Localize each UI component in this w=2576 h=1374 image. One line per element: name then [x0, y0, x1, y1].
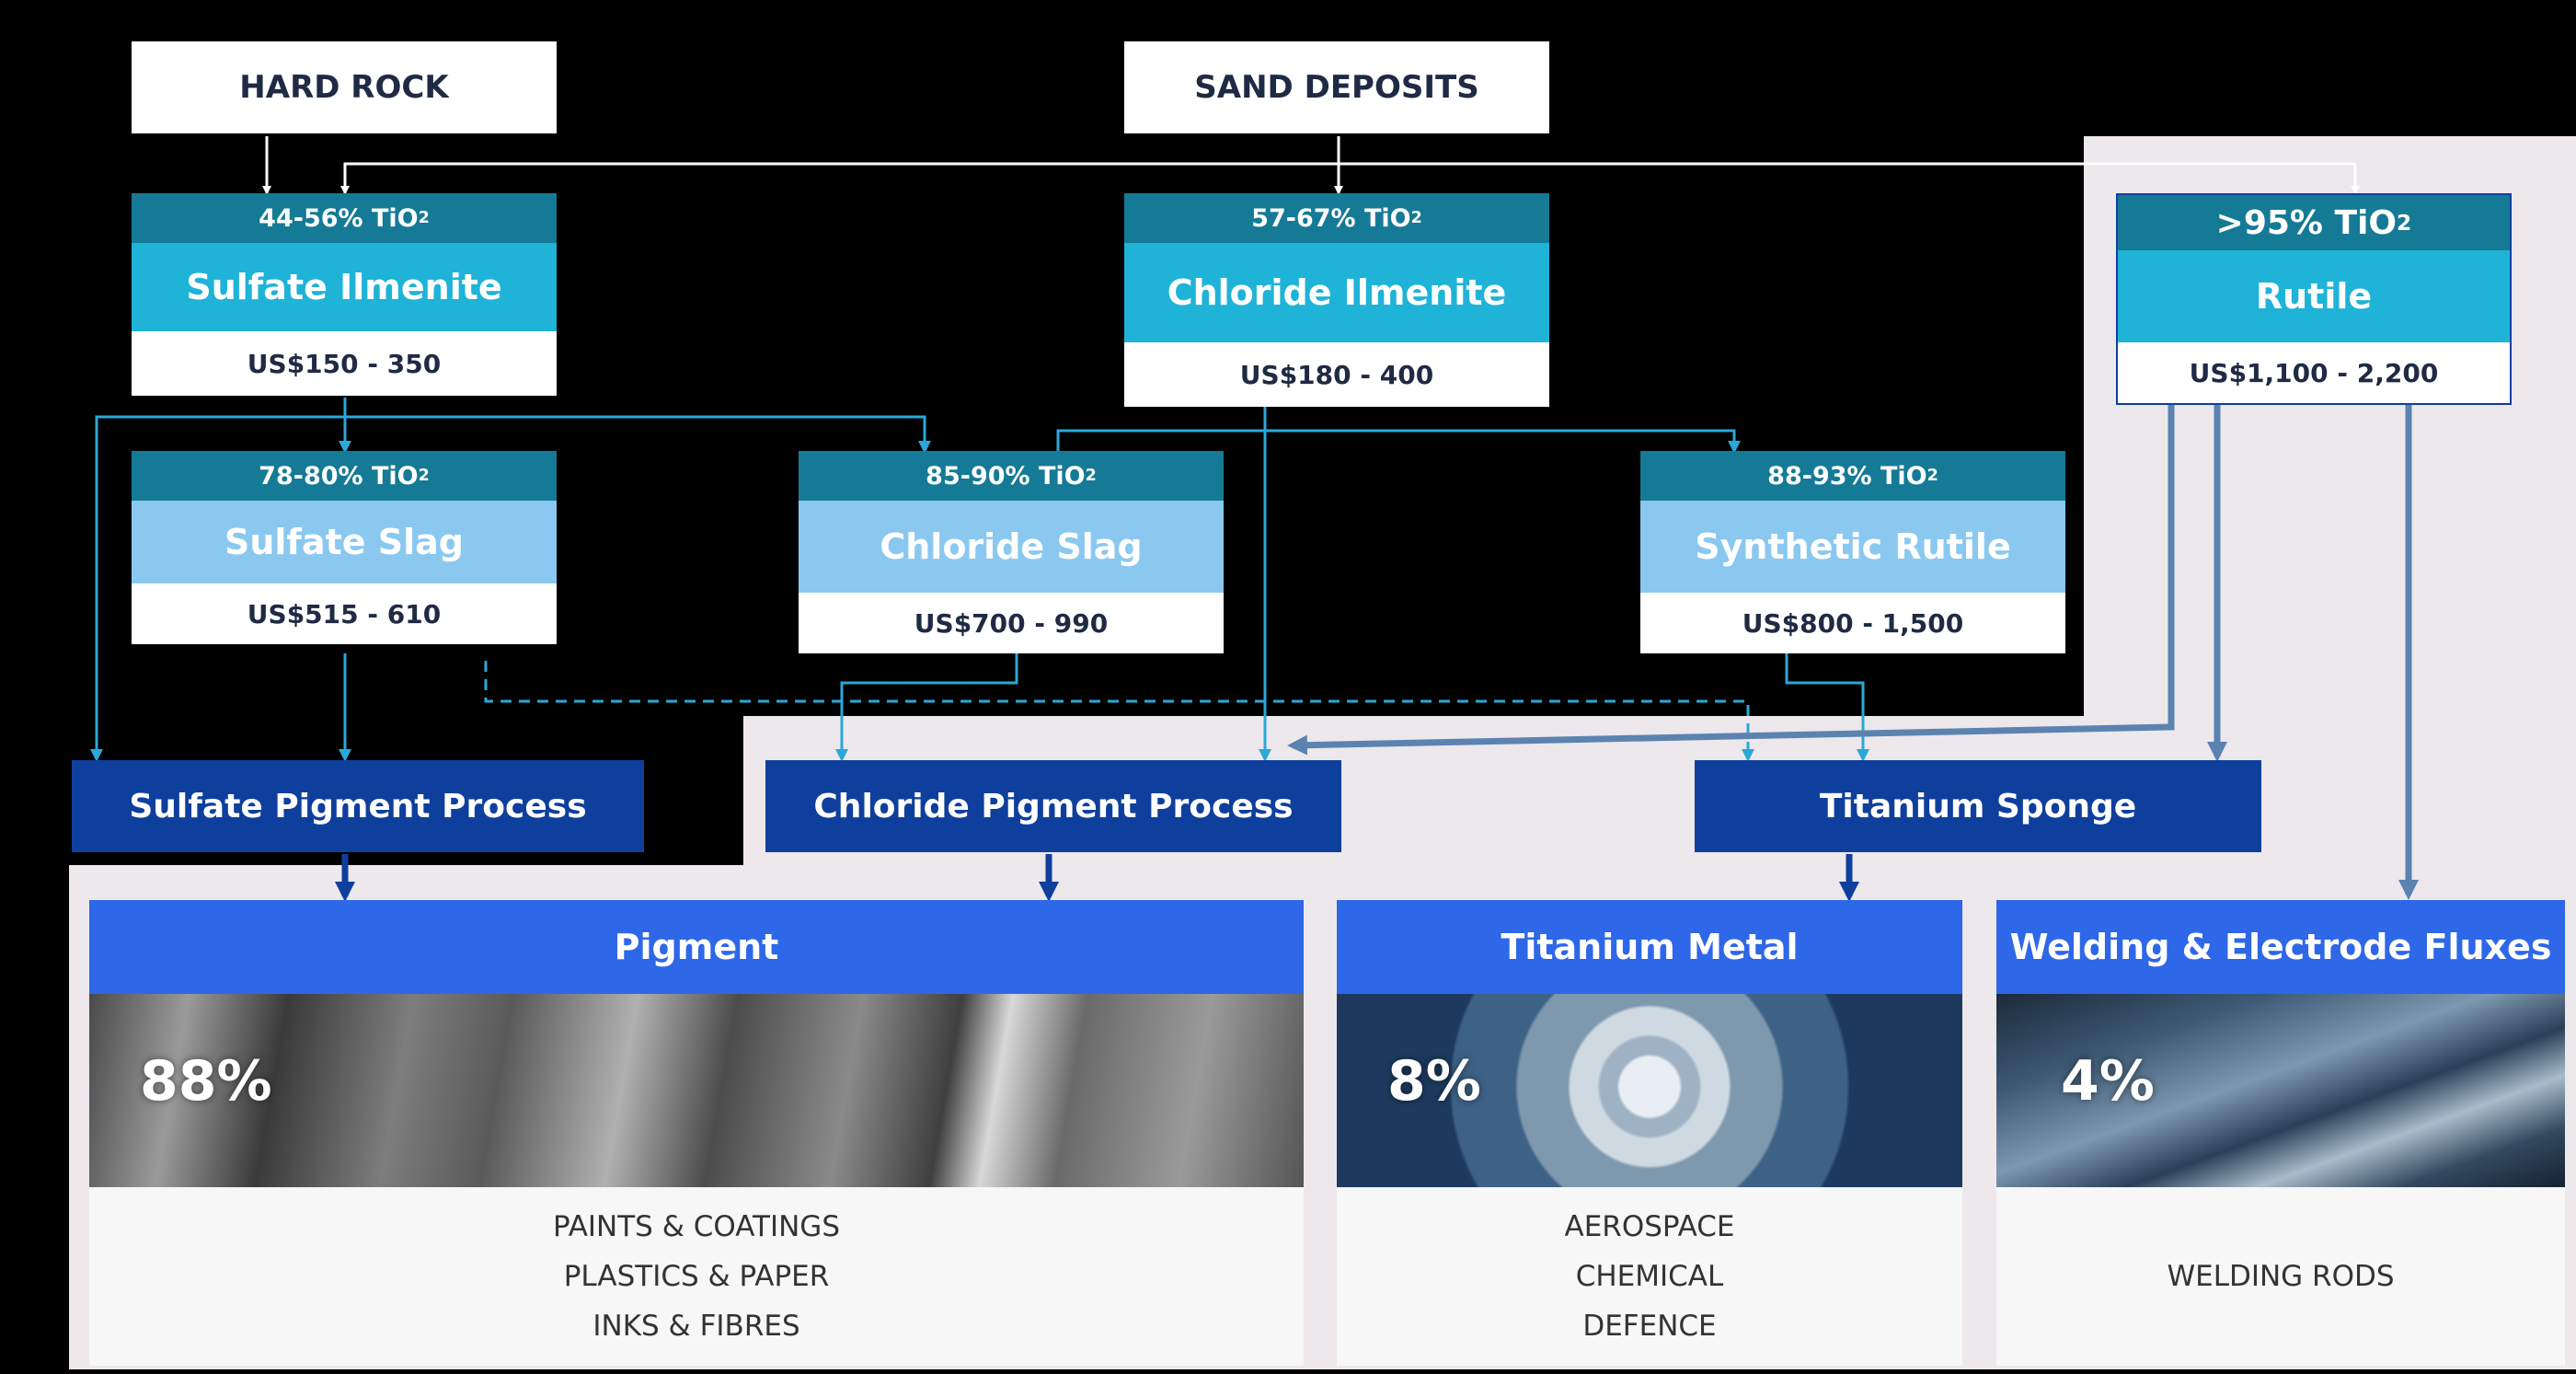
- price-label: US$800 - 1,500: [1640, 593, 2065, 653]
- node-name: Chloride Ilmenite: [1124, 243, 1549, 342]
- sulfate-pigment-process: Sulfate Pigment Process: [72, 760, 644, 852]
- price-label: US$1,100 - 2,200: [2118, 342, 2510, 403]
- use-item: AEROSPACE: [1564, 1210, 1735, 1243]
- titanium-metal-panel: Titanium Metal 8% AEROSPACE CHEMICAL DEF…: [1337, 900, 1962, 1366]
- node-name: Synthetic Rutile: [1640, 501, 2065, 593]
- titanium-metal-uses-list: AEROSPACE CHEMICAL DEFENCE: [1337, 1187, 1962, 1366]
- price-label: US$515 - 610: [132, 583, 557, 644]
- pigment-share: 88%: [140, 1049, 272, 1114]
- hard-rock-box: HARD ROCK: [132, 41, 557, 133]
- node-name: Sulfate Slag: [132, 501, 557, 583]
- price-label: US$700 - 990: [799, 593, 1224, 653]
- node-name: Chloride Slag: [799, 501, 1224, 593]
- panel-title: Titanium Metal: [1337, 900, 1962, 994]
- to-chloride-slag-from-right: [1056, 429, 1741, 454]
- welding-image: 4%: [1996, 994, 2565, 1187]
- pigment-uses-list: PAINTS & COATINGS PLASTICS & PAPER INKS …: [89, 1187, 1304, 1366]
- use-item: INKS & FIBRES: [592, 1310, 800, 1343]
- price-label: US$180 - 400: [1124, 342, 1549, 407]
- use-item: DEFENCE: [1582, 1310, 1717, 1343]
- sand-deposits-box: SAND DEPOSITS: [1124, 41, 1549, 133]
- sulfate-ilmenite-to-chloride-slag: [345, 415, 931, 454]
- chloride-pigment-process: Chloride Pigment Process: [765, 760, 1341, 852]
- turbine-image: 8%: [1337, 994, 1962, 1187]
- synthetic-rutile-to-titanium-sponge: [1785, 653, 1869, 762]
- welding-panel: Welding & Electrode Fluxes 4% WELDING RO…: [1996, 900, 2565, 1366]
- use-item: PLASTICS & PAPER: [563, 1260, 830, 1293]
- pigment-panel: Pigment 88% PAINTS & COATINGS PLASTICS &…: [89, 900, 1304, 1366]
- sulfate-slag-to-titanium-sponge-dashed: [484, 661, 1754, 762]
- sand-feed-line: [340, 162, 2355, 195]
- welding-uses-list: WELDING RODS: [1996, 1187, 2565, 1366]
- chloride-slag-to-chloride-pigment: [835, 653, 1018, 762]
- price-label: US$150 - 350: [132, 331, 557, 396]
- titanium-metal-share: 8%: [1387, 1049, 1481, 1114]
- node-name: Sulfate Ilmenite: [132, 243, 557, 331]
- panel-title: Welding & Electrode Fluxes: [1996, 900, 2565, 994]
- panel-title: Pigment: [89, 900, 1304, 994]
- node-name: Rutile: [2118, 250, 2510, 342]
- titanium-sponge-process: Titanium Sponge: [1695, 760, 2261, 852]
- use-item: PAINTS & COATINGS: [552, 1210, 840, 1243]
- rutile-to-chloride-pigment: [1287, 405, 2175, 756]
- pigment-texture-image: 88%: [89, 994, 1304, 1187]
- use-item: WELDING RODS: [2167, 1260, 2395, 1293]
- welding-share: 4%: [2061, 1049, 2155, 1114]
- sulfate-ilmenite-to-sulfate-pigment: [90, 415, 345, 762]
- use-item: CHEMICAL: [1575, 1260, 1724, 1293]
